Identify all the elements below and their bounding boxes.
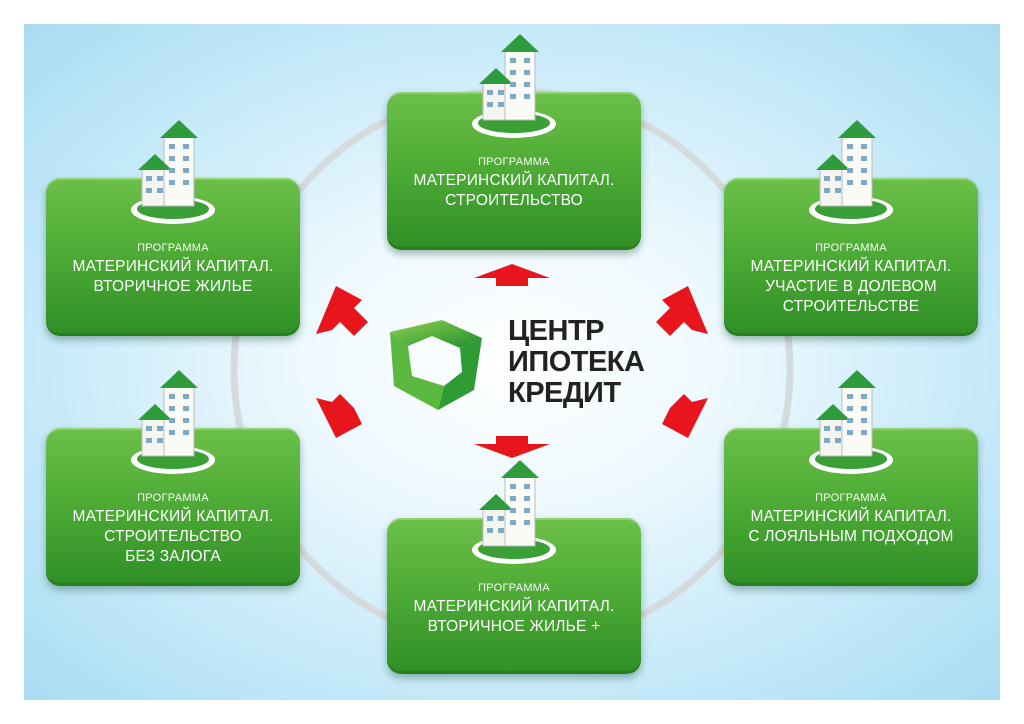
card-title: МАТЕРИНСКИЙ КАПИТАЛ. ВТОРИЧНОЕ ЖИЛЬЕ + — [413, 598, 615, 635]
arrows — [316, 264, 708, 458]
card-kicker: ПРОГРАММА — [478, 156, 550, 168]
program-card-bottom-left[interactable]: ПРОГРАММА МАТЕРИНСКИЙ КАПИТАЛ. СТРОИТЕЛЬ… — [46, 370, 300, 586]
program-card-bottom[interactable]: ПРОГРАММА МАТЕРИНСКИЙ КАПИТАЛ. ВТОРИЧНОЕ… — [387, 460, 641, 674]
card-title: МАТЕРИНСКИЙ КАПИТАЛ. СТРОИТЕЛЬСТВО БЕЗ З… — [72, 508, 274, 565]
apartment-building-icon — [131, 370, 215, 474]
card-kicker: ПРОГРАММА — [815, 492, 887, 504]
green-triangle-swirl-icon — [390, 320, 482, 410]
arrow-up — [474, 264, 550, 286]
arrow-up-left — [316, 286, 368, 336]
card-kicker: ПРОГРАММА — [137, 242, 209, 254]
program-card-top-left[interactable]: ПРОГРАММА МАТЕРИНСКИЙ КАПИТАЛ. ВТОРИЧНОЕ… — [46, 120, 300, 336]
apartment-building-icon — [472, 34, 556, 138]
card-title: МАТЕРИНСКИЙ КАПИТАЛ. СТРОИТЕЛЬСТВО — [413, 172, 615, 209]
apartment-building-icon — [131, 120, 215, 224]
arrow-down-right — [656, 394, 708, 438]
program-card-top-right[interactable]: ПРОГРАММА МАТЕРИНСКИЙ КАПИТАЛ. УЧАСТИЕ В… — [724, 120, 978, 336]
company-name: ЦЕНТР ИПОТЕКА КРЕДИТ — [508, 315, 645, 409]
apartment-building-icon — [472, 460, 556, 564]
program-card-top[interactable]: ПРОГРАММА МАТЕРИНСКИЙ КАПИТАЛ. СТРОИТЕЛЬ… — [387, 34, 641, 250]
apartment-building-icon — [809, 370, 893, 474]
card-kicker: ПРОГРАММА — [478, 582, 550, 594]
arrow-up-right — [656, 286, 708, 336]
arrow-down-left — [316, 394, 368, 438]
card-title: МАТЕРИНСКИЙ КАПИТАЛ. УЧАСТИЕ В ДОЛЕВОМ С… — [750, 258, 952, 315]
company-logo: ЦЕНТР ИПОТЕКА КРЕДИТ — [382, 312, 652, 412]
diagram-canvas: ПРОГРАММА МАТЕРИНСКИЙ КАПИТАЛ. СТРОИТЕЛЬ… — [24, 24, 1000, 700]
program-card-bottom-right[interactable]: ПРОГРАММА МАТЕРИНСКИЙ КАПИТАЛ. С ЛОЯЛЬНЫ… — [724, 370, 978, 586]
card-title: МАТЕРИНСКИЙ КАПИТАЛ. С ЛОЯЛЬНЫМ ПОДХОДОМ — [748, 508, 954, 545]
card-title: МАТЕРИНСКИЙ КАПИТАЛ. ВТОРИЧНОЕ ЖИЛЬЕ — [72, 258, 274, 295]
card-kicker: ПРОГРАММА — [137, 492, 209, 504]
apartment-building-icon — [809, 120, 893, 224]
card-kicker: ПРОГРАММА — [815, 242, 887, 254]
arrow-down — [474, 436, 550, 458]
